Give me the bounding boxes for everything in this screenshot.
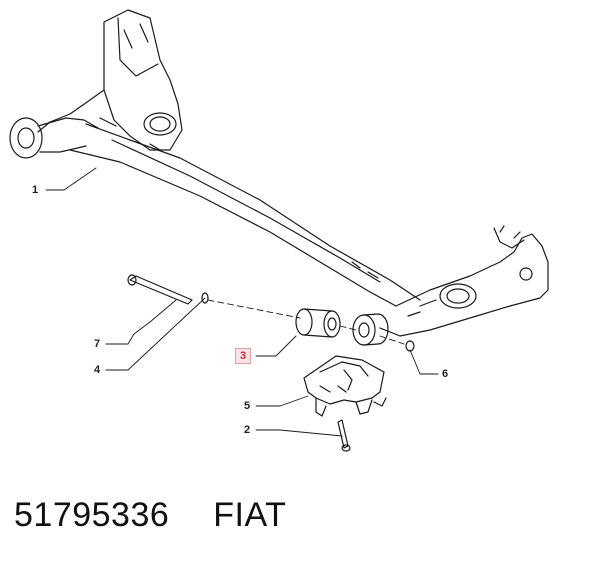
leader-6 — [409, 349, 439, 375]
assembly-axis-line — [207, 299, 405, 345]
bush-part-3 — [295, 308, 341, 338]
left-trailing-arm — [9, 9, 183, 159]
leader-2 — [255, 429, 343, 437]
right-trailing-arm — [379, 225, 549, 337]
callout-5[interactable]: 5 — [244, 400, 251, 412]
brand-name: FIAT — [213, 496, 287, 534]
bolt-part-7 — [127, 274, 193, 305]
installed-bush — [352, 313, 389, 346]
callout-7[interactable]: 7 — [94, 338, 101, 350]
part-caption: 51795336 FIAT — [14, 496, 286, 535]
leader-lines — [45, 167, 439, 437]
callout-2[interactable]: 2 — [244, 424, 251, 436]
rear-axle-drawing — [9, 9, 549, 452]
part-number: 51795336 — [14, 496, 170, 534]
screw-part-2 — [337, 419, 351, 452]
nut-part-6 — [405, 340, 415, 352]
leader-3 — [255, 335, 297, 357]
leader-4 — [105, 297, 206, 371]
callout-4[interactable]: 4 — [94, 364, 101, 376]
callout-6[interactable]: 6 — [442, 368, 449, 380]
callout-1[interactable]: 1 — [32, 184, 39, 196]
cross-beam — [69, 117, 421, 307]
leader-1 — [45, 167, 97, 191]
leader-5 — [255, 395, 309, 407]
washer-part-4 — [201, 292, 209, 304]
callout-3[interactable]: 3 — [234, 348, 252, 364]
leader-7 — [105, 299, 177, 345]
bracket-part-5 — [303, 355, 387, 417]
